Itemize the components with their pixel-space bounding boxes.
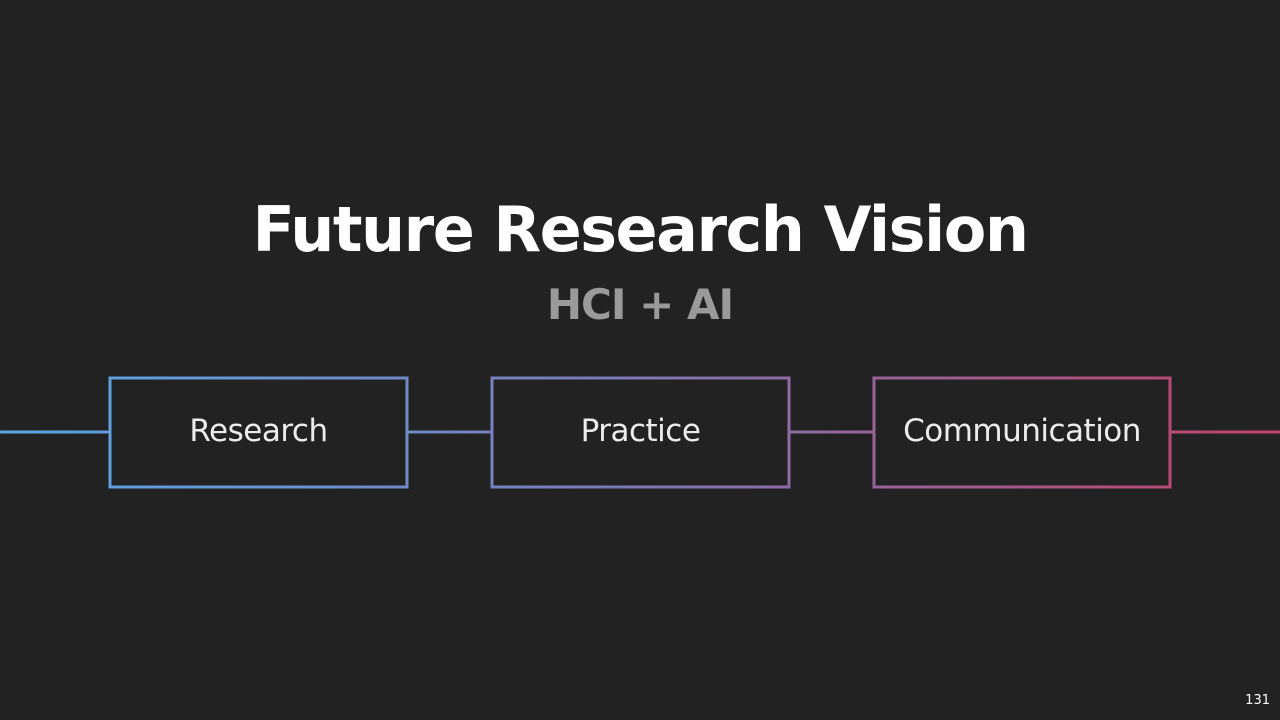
step-label-practice: Practice [580,413,701,449]
page-number: 131 [1245,693,1270,708]
slide-title: Future Research Vision [252,193,1029,266]
step-label-communication: Communication [903,413,1141,449]
step-box-practice [490,376,791,489]
step-label-research: Research [189,413,328,449]
slide-subtitle: HCI + AI [546,280,734,329]
step-box-communication [872,376,1172,489]
step-box-research [108,376,409,489]
